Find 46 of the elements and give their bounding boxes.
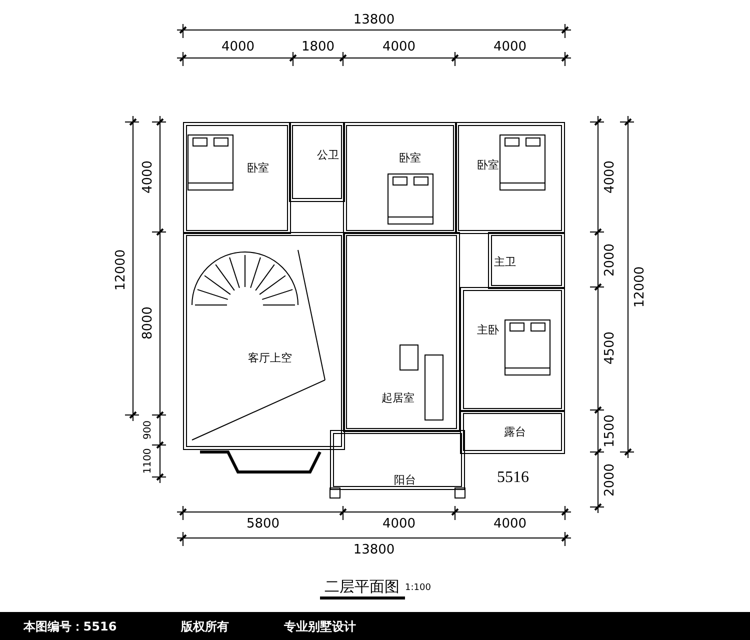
plan-number: 5516 (497, 469, 529, 487)
dimension-text: 12000 (632, 266, 648, 308)
dimension-text: 13800 (353, 12, 395, 28)
room-outline (460, 287, 565, 412)
dimension-text: 4000 (493, 40, 527, 54)
room-label: 卧室 (247, 160, 269, 176)
room-outline (289, 122, 345, 202)
room-outline (455, 122, 565, 234)
room-outline (183, 232, 345, 450)
dimension-text: 4000 (382, 40, 416, 54)
dimension-text: 13800 (353, 542, 395, 558)
dimension-text: 1800 (301, 40, 335, 54)
room-label: 阳台 (394, 472, 416, 488)
footer-text: 版权所有 (181, 618, 229, 636)
dimension-text: 4000 (221, 40, 255, 54)
room-outline (183, 122, 291, 234)
room-outline (460, 410, 565, 454)
dimension-text: 5800 (246, 516, 280, 532)
dimension-text: 1500 (602, 414, 618, 448)
room-outline (343, 122, 457, 234)
dimension-text: 4000 (140, 160, 156, 194)
dimension-text: 2000 (602, 463, 618, 497)
room-label: 露台 (504, 424, 526, 440)
room-label: 卧室 (399, 150, 421, 166)
room-outline (343, 232, 460, 432)
room-label: 主卧 (477, 322, 499, 338)
dimension-text: 4000 (382, 516, 416, 532)
footer-text: 专业别墅设计 (284, 618, 356, 636)
drawing-title: 二层平面图 (324, 578, 400, 596)
dimension-text: 8000 (140, 306, 156, 340)
dimension-text: 2000 (602, 243, 618, 277)
room-outline (488, 232, 565, 289)
room-outline (330, 430, 465, 490)
room-label: 公卫 (317, 148, 339, 162)
dimension-text: 1100 (142, 448, 154, 474)
room-label: 客厅上空 (248, 350, 292, 366)
scale-text: 1:100 (405, 583, 431, 593)
dimension-text: 4000 (493, 516, 527, 532)
dimension-text: 4500 (602, 331, 618, 365)
room-label: 卧室 (477, 158, 499, 172)
dimension-text: 4000 (602, 160, 618, 194)
footer-text: 本图编号：5516 (23, 618, 117, 636)
dimension-text: 900 (142, 420, 154, 440)
room-label: 起居室 (382, 390, 414, 406)
dimension-text: 12000 (114, 249, 128, 291)
room-label: 主卫 (494, 254, 516, 270)
